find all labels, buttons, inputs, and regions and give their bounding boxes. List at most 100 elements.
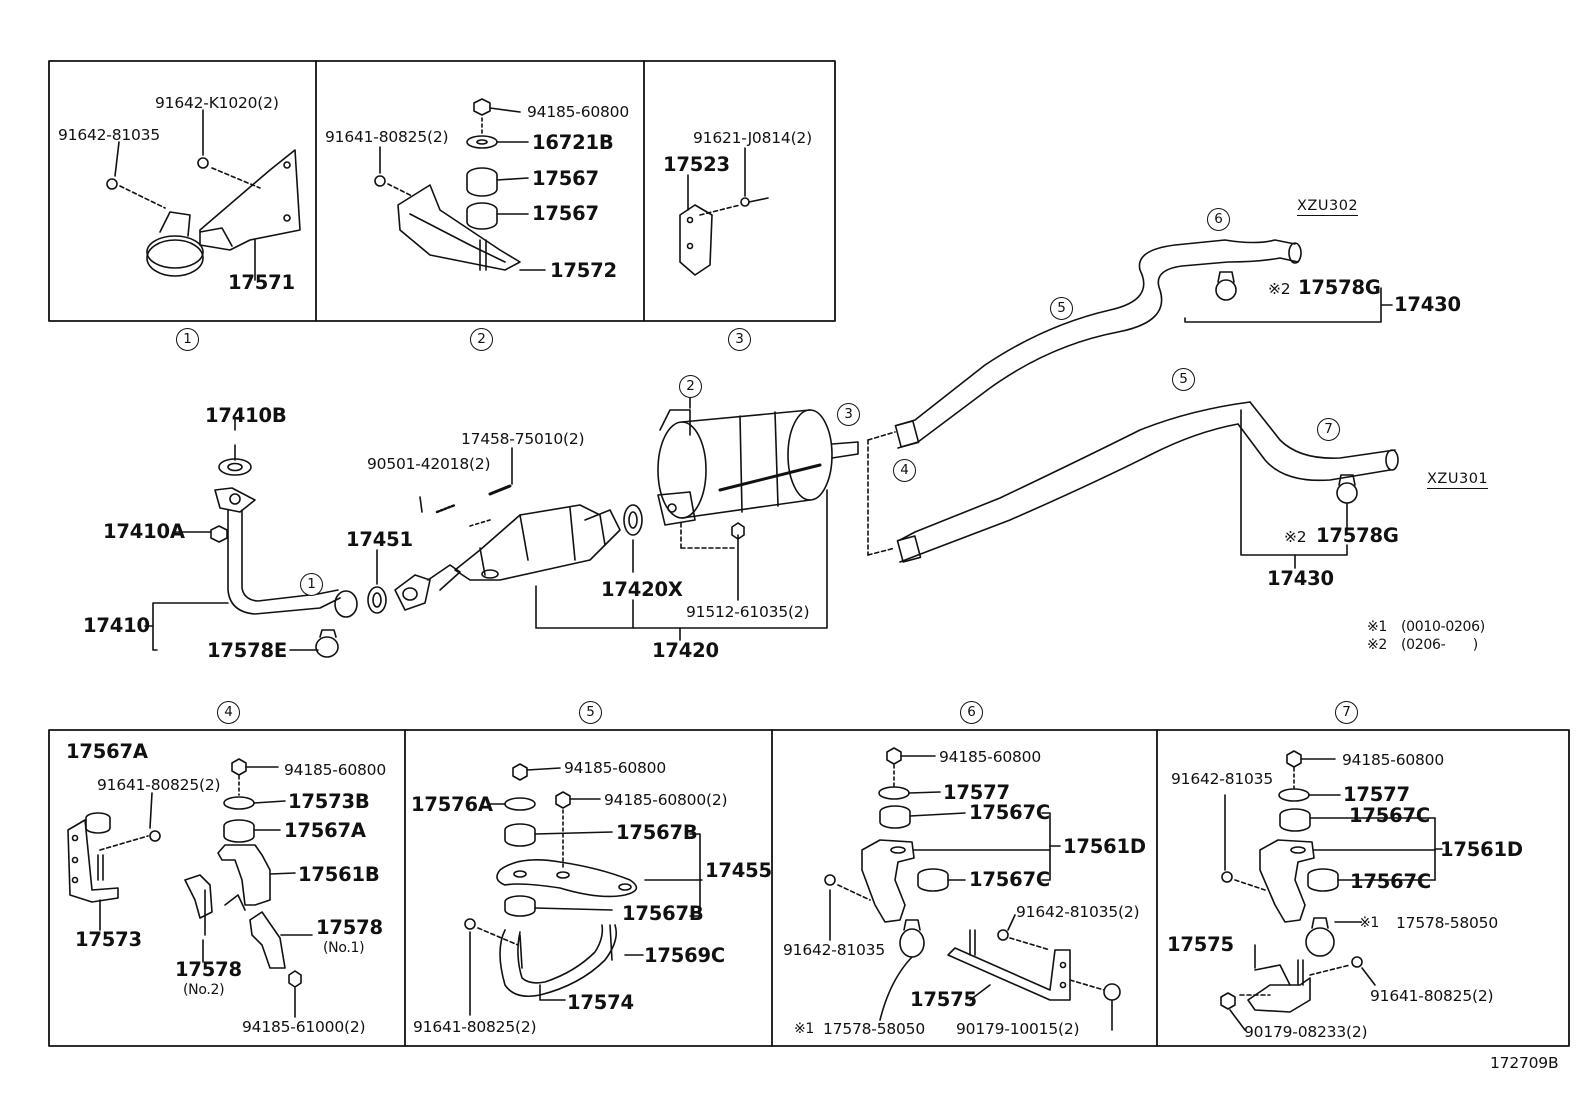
callout-7: 7: [1317, 418, 1340, 441]
part-label: 94185-60800: [564, 759, 667, 777]
part-label: 91641-80825(2): [1370, 987, 1494, 1005]
part-label: 17574: [567, 991, 634, 1014]
part-label: 94185-60800: [284, 761, 387, 779]
part-label: 17576A: [411, 793, 493, 816]
top-panel-frames: [48, 60, 836, 322]
part-label: 17561D: [1063, 835, 1146, 858]
part-label: 90179-10015(2): [956, 1020, 1080, 1038]
model-xzu302: XZU302: [1297, 198, 1359, 216]
part-label: 17451: [346, 528, 413, 551]
note-1-mark: ※1: [1367, 619, 1388, 635]
callout-3: 3: [837, 403, 860, 426]
part-label: 91642-81035: [58, 126, 161, 144]
part-label: 90501-42018(2): [367, 455, 491, 473]
part-label: 17578: [316, 916, 383, 939]
muffler: [657, 395, 859, 601]
panel-number-1: 1: [176, 328, 199, 351]
part-label: 17561D: [1440, 838, 1523, 861]
note-mark: ※2: [1268, 280, 1291, 298]
part-label: 94185-61000(2): [242, 1018, 366, 1036]
part-label: 17567C: [1350, 870, 1431, 893]
callout-4: 4: [893, 459, 916, 482]
tail-pipes: [867, 239, 1399, 569]
front-pipe: [144, 417, 358, 658]
part-label: 17573: [75, 928, 142, 951]
panel-number-3: 3: [728, 328, 751, 351]
part-label: 17575: [910, 988, 977, 1011]
part-label: 17578G: [1298, 276, 1381, 299]
part-note: (No.2): [183, 982, 225, 998]
model-xzu301: XZU301: [1427, 471, 1489, 489]
part-label: 94185-60800: [1342, 751, 1445, 769]
part-label: 17567: [532, 202, 599, 225]
part-label: 91642-81035(2): [1016, 903, 1140, 921]
part-label: 17567A: [284, 819, 366, 842]
callout-5b: 5: [1172, 368, 1195, 391]
part-label: 17578G: [1316, 524, 1399, 547]
panel4-hanger: [67, 758, 313, 1018]
part-label: 17523: [663, 153, 730, 176]
part-label: 17567C: [969, 868, 1050, 891]
note-mark: ※1: [794, 1021, 815, 1037]
part-label: 17410B: [205, 404, 287, 427]
part-label: 17458-75010(2): [461, 430, 585, 448]
part-label: 17578: [175, 958, 242, 981]
catalytic-converter: [367, 447, 828, 641]
part-label: 17561B: [298, 863, 380, 886]
part-label: 17455: [705, 859, 772, 882]
panel1-clamp-bracket: [106, 109, 301, 281]
callout-6: 6: [1207, 208, 1230, 231]
panel5-hanger: [464, 763, 703, 1016]
part-label: 90179-08233(2): [1244, 1023, 1368, 1041]
part-label: 91512-61035(2): [686, 603, 810, 621]
part-label: 17571: [228, 271, 295, 294]
part-label: 17578-58050: [1396, 914, 1499, 932]
panel-number-4: 4: [217, 701, 240, 724]
part-label: 17575: [1167, 933, 1234, 956]
part-label: 17577: [1343, 783, 1410, 806]
part-label: 17567A: [66, 740, 148, 763]
panel6-hanger: [824, 747, 1121, 1031]
part-label: 91641-80825(2): [413, 1018, 537, 1036]
part-label: 17567B: [616, 821, 698, 844]
part-label: 17420: [652, 639, 719, 662]
part-label: 17567B: [622, 902, 704, 925]
part-label: 17578-58050: [823, 1020, 926, 1038]
panel-number-2: 2: [470, 328, 493, 351]
part-label: 91642-81035: [783, 941, 886, 959]
part-label: 17430: [1267, 567, 1334, 590]
panel-number-5: 5: [579, 701, 602, 724]
part-label: 17410A: [103, 520, 185, 543]
callout-5a: 5: [1050, 297, 1073, 320]
note-mark: ※1: [1359, 915, 1380, 931]
note-2-mark: ※2: [1367, 637, 1388, 653]
bottom-panel-frames: [48, 729, 1570, 1047]
part-label: 94185-60800: [527, 103, 630, 121]
part-label: 91641-80825(2): [325, 128, 449, 146]
part-label: 17573B: [288, 790, 370, 813]
part-label: 91641-80825(2): [97, 776, 221, 794]
part-label: 17410: [83, 614, 150, 637]
part-label: 17567C: [1349, 804, 1430, 827]
note-mark: ※2: [1284, 528, 1307, 546]
part-label: 94185-60800: [939, 748, 1042, 766]
part-label: 17420X: [601, 578, 683, 601]
panel2-bracket-mount: [374, 98, 546, 271]
part-label: 17572: [550, 259, 617, 282]
note-2-range: (0206- ): [1401, 637, 1478, 653]
part-note: (No.1): [323, 940, 365, 956]
panel-number-6: 6: [960, 701, 983, 724]
part-label: 17577: [943, 781, 1010, 804]
panel3-plate: [679, 147, 769, 276]
part-label: 17569C: [644, 944, 725, 967]
part-label: 16721B: [532, 131, 614, 154]
part-label: 17567C: [969, 801, 1050, 824]
part-label: 94185-60800(2): [604, 791, 728, 809]
panel-number-7: 7: [1335, 701, 1358, 724]
note-1-range: (0010-0206): [1401, 619, 1485, 635]
part-label: 17578E: [207, 639, 287, 662]
callout-2: 2: [679, 375, 702, 398]
part-label: 91642-81035: [1171, 770, 1274, 788]
part-label: 91621-J0814(2): [693, 129, 812, 147]
